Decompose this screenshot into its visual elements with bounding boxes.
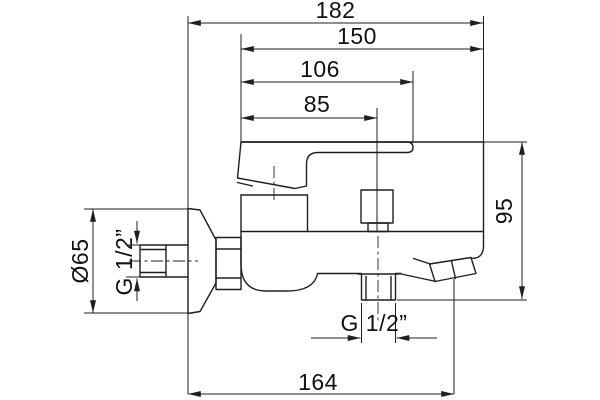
faucet-outline [139, 141, 485, 315]
dim-label-flange-diameter: Ø65 [67, 239, 93, 284]
escutcheon [187, 207, 217, 315]
diverter-knob [360, 189, 394, 233]
lever-handle [236, 141, 414, 190]
dim-label-spout-reach: 164 [298, 369, 338, 395]
spout-aerator [398, 256, 477, 283]
dim-label-outlet-thread: G 1/2” [341, 310, 408, 336]
cartridge-cap [240, 194, 309, 233]
dim-label-diverter-offset: 85 [304, 91, 331, 117]
dim-label-overall-width: 182 [316, 0, 356, 23]
dimension-labels: 182 150 106 85 164 95 Ø65 G 1/2” G 1/2” [67, 0, 517, 395]
dimension-lines [90, 20, 525, 397]
dim-label-wall-thread: G 1/2” [111, 229, 137, 296]
wall-thread [139, 244, 189, 278]
centerlines [129, 166, 379, 322]
dim-label-handle-width: 106 [300, 56, 340, 82]
dim-label-body-width: 150 [337, 23, 377, 49]
outlet-connector [357, 273, 400, 301]
mixer-body [240, 141, 485, 292]
mounting-nut [215, 236, 242, 291]
dim-label-spout-height: 95 [491, 198, 517, 225]
